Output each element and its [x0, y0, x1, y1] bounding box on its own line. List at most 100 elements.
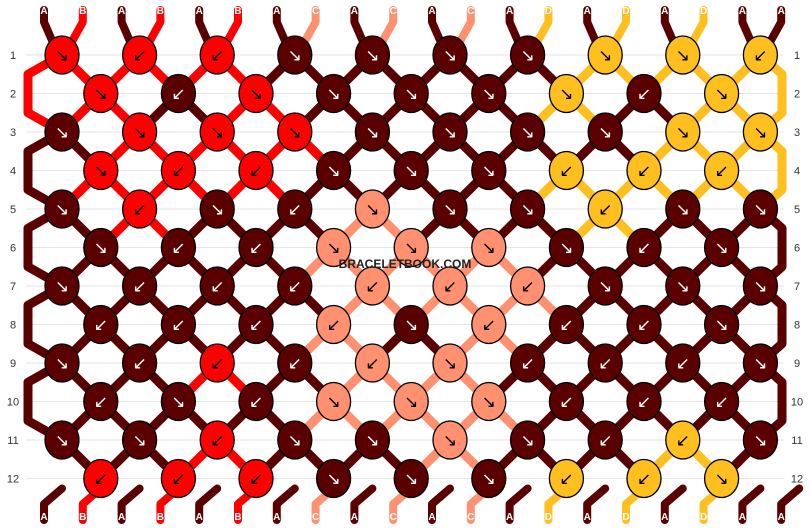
- knot-shape: [548, 227, 585, 268]
- knot-shape: [432, 266, 468, 306]
- knot: ↙: [354, 343, 391, 383]
- knot-shape: [432, 112, 468, 152]
- edge-strand: [23, 51, 65, 136]
- knot-shape: [509, 35, 546, 75]
- knot-arrow-icon: ↘: [94, 162, 108, 182]
- knot-shape: [393, 458, 429, 499]
- knot-shape: [277, 112, 313, 152]
- knot-arrow-icon: ↘: [288, 431, 302, 451]
- knot: ↘: [587, 112, 623, 152]
- knot: ↘: [315, 150, 352, 191]
- knot-arrow-icon: ↘: [55, 200, 69, 220]
- knot: ↙: [238, 227, 274, 268]
- knot: ↘: [315, 73, 352, 114]
- top-strand-tail: [143, 6, 165, 49]
- knot: ↙: [277, 343, 313, 383]
- knot-arrow-icon: ↙: [559, 316, 573, 336]
- bottom-strand-label: B: [79, 512, 86, 523]
- knot: ↘: [432, 112, 468, 152]
- knot: ↙: [199, 420, 235, 460]
- knot-arrow-icon: ↙: [365, 277, 379, 297]
- knot: ↘: [587, 266, 623, 306]
- knot-arrow-icon: ↘: [404, 239, 418, 259]
- knot-shape: [665, 266, 701, 306]
- knot: ↙: [121, 343, 158, 383]
- knot-shape: [238, 381, 274, 422]
- knot-arrow-icon: ↘: [326, 470, 340, 490]
- knot: ↙: [703, 150, 740, 191]
- knot: ↙: [354, 266, 391, 306]
- knot-arrow-icon: ↙: [637, 470, 651, 490]
- row-number-left: 5: [10, 204, 16, 216]
- knot-arrow-icon: ↙: [559, 393, 573, 413]
- knot: ↘: [160, 381, 197, 422]
- bottom-strand-label: C: [467, 512, 474, 523]
- knot-shape: [199, 35, 235, 75]
- knot-shape: [315, 381, 352, 422]
- knot-arrow-icon: ↘: [520, 46, 534, 66]
- knot-shape: [277, 343, 313, 383]
- knot-arrow-icon: ↙: [132, 277, 146, 297]
- knot: ↙: [160, 150, 197, 191]
- knot: ↙: [432, 266, 468, 306]
- top-strand-label: B: [157, 6, 164, 17]
- knot-shape: [354, 420, 391, 460]
- top-strand-label: C: [312, 6, 319, 17]
- knot-arrow-icon: ↘: [326, 393, 340, 413]
- knot: ↙: [277, 266, 313, 306]
- knot-arrow-icon: ↙: [714, 393, 728, 413]
- knot-shape: [509, 189, 546, 229]
- knot: ↙: [121, 189, 158, 229]
- row-number-left: 9: [10, 358, 16, 370]
- bottom-strand-tail: [350, 484, 377, 524]
- bottom-strand-tail: [195, 484, 222, 524]
- knot-shape: [471, 304, 507, 345]
- knot: ↘: [44, 189, 80, 229]
- knot-shape: [587, 420, 623, 460]
- row-number-left: 6: [10, 243, 16, 255]
- knot-arrow-icon: ↙: [598, 431, 612, 451]
- knot-shape: [548, 304, 585, 345]
- knot-shape: [665, 420, 701, 460]
- knot: ↘: [471, 458, 507, 499]
- knot: ↘: [44, 112, 80, 152]
- knot: ↙: [121, 35, 158, 75]
- knot-arrow-icon: ↙: [288, 200, 302, 220]
- row-number-left: 11: [7, 435, 18, 447]
- knot: ↘: [587, 35, 623, 75]
- knot: ↙: [121, 266, 158, 306]
- knot-shape: [83, 304, 119, 345]
- knot-shape: [315, 458, 352, 499]
- knot-shape: [742, 420, 779, 460]
- knot: ↙: [199, 266, 235, 306]
- bottom-strand-tail: [505, 484, 532, 524]
- knot: ↘: [548, 73, 585, 114]
- knot-shape: [626, 150, 662, 191]
- top-strand-label: A: [118, 6, 125, 17]
- knot-arrow-icon: ↘: [443, 123, 457, 143]
- knot-shape: [160, 381, 197, 422]
- knot-arrow-icon: ↙: [249, 316, 263, 336]
- knot: ↙: [548, 304, 585, 345]
- knot-shape: [626, 227, 662, 268]
- top-strand-tail: [376, 6, 398, 49]
- knot: ↘: [199, 189, 235, 229]
- knot-shape: [315, 150, 352, 191]
- edge-strand: [23, 128, 65, 213]
- knot-shape: [238, 304, 274, 345]
- knot-shape: [83, 73, 119, 114]
- knot: ↙: [160, 227, 197, 268]
- knot: ↘: [393, 73, 429, 114]
- knot-arrow-icon: ↘: [210, 123, 224, 143]
- top-strand-tail: [272, 6, 291, 49]
- knot: ↘: [44, 343, 80, 383]
- knot-arrow-icon: ↘: [365, 200, 379, 220]
- knot: ↙: [587, 189, 623, 229]
- knot-shape: [44, 112, 80, 152]
- knot-arrow-icon: ↘: [171, 393, 185, 413]
- bottom-strand-tail: [272, 484, 299, 524]
- row-number-right: 9: [794, 358, 800, 370]
- knot: ↙: [238, 381, 274, 422]
- knot: ↘: [665, 189, 701, 229]
